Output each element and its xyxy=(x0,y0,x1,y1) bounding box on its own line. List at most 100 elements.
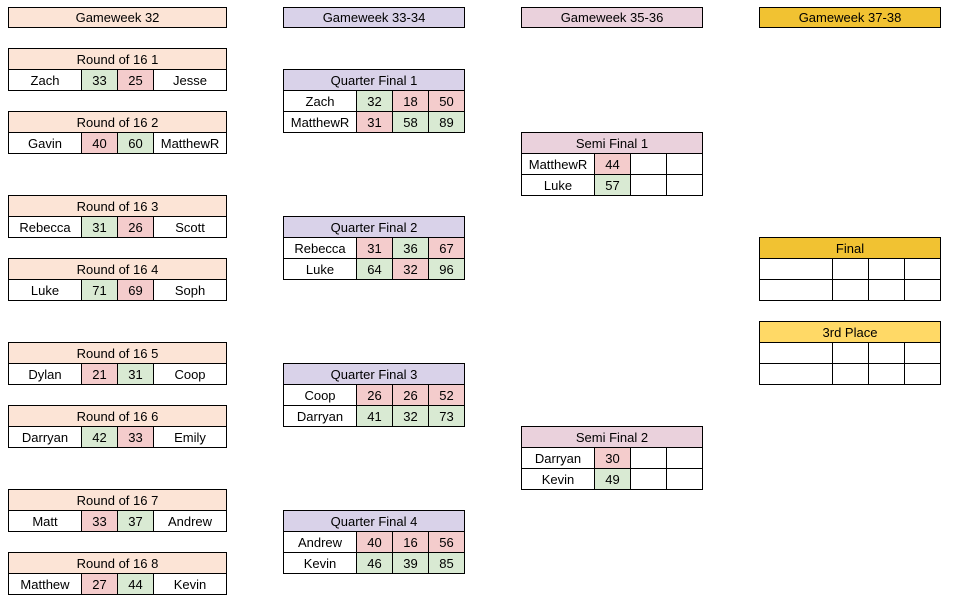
score-cell: 57 xyxy=(594,174,631,196)
player-name: Emily xyxy=(153,426,227,448)
final-score-cell xyxy=(868,258,905,280)
score-cell: 42 xyxy=(81,426,118,448)
player-name: Matthew xyxy=(8,573,82,595)
score-cell: 30 xyxy=(594,447,631,469)
score-cell: 71 xyxy=(81,279,118,301)
final-total-cell xyxy=(904,258,941,280)
player-name: Dylan xyxy=(8,363,82,385)
final-name-cell xyxy=(759,258,833,280)
player-name: Luke xyxy=(8,279,82,301)
player-name: Scott xyxy=(153,216,227,238)
score-cell: 46 xyxy=(356,552,393,574)
score-cell: 60 xyxy=(117,132,154,154)
total-cell: 73 xyxy=(428,405,465,427)
score-cell: 27 xyxy=(81,573,118,595)
gameweek-37-38-header: Gameweek 37-38 xyxy=(759,7,941,28)
final-score-cell xyxy=(832,258,869,280)
player-name: Darryan xyxy=(283,405,357,427)
semi-final-header: Semi Final 1 xyxy=(521,132,703,154)
score-cell xyxy=(630,174,667,196)
player-name: Coop xyxy=(153,363,227,385)
player-name: Matt xyxy=(8,510,82,532)
total-cell xyxy=(666,174,703,196)
total-cell: 96 xyxy=(428,258,465,280)
final-score-cell xyxy=(832,279,869,301)
score-cell: 18 xyxy=(392,90,429,112)
final-header: Final xyxy=(759,237,941,259)
total-cell: 67 xyxy=(428,237,465,259)
score-cell: 16 xyxy=(392,531,429,553)
player-name: Luke xyxy=(521,174,595,196)
score-cell: 33 xyxy=(117,426,154,448)
gameweek-32-header: Gameweek 32 xyxy=(8,7,227,28)
score-cell: 33 xyxy=(81,510,118,532)
third-place-total-cell xyxy=(904,342,941,364)
score-cell: 32 xyxy=(356,90,393,112)
score-cell: 39 xyxy=(392,552,429,574)
player-name: Luke xyxy=(283,258,357,280)
score-cell: 41 xyxy=(356,405,393,427)
quarter-final-header: Quarter Final 4 xyxy=(283,510,465,532)
third-place-header: 3rd Place xyxy=(759,321,941,343)
player-name: Zach xyxy=(283,90,357,112)
score-cell: 40 xyxy=(356,531,393,553)
player-name: Gavin xyxy=(8,132,82,154)
gameweek-35-36-header: Gameweek 35-36 xyxy=(521,7,703,28)
third-place-score-cell xyxy=(868,342,905,364)
total-cell xyxy=(666,447,703,469)
round-of-16-header: Round of 16 7 xyxy=(8,489,227,511)
player-name: Zach xyxy=(8,69,82,91)
player-name: Kevin xyxy=(153,573,227,595)
score-cell: 26 xyxy=(356,384,393,406)
semi-final-header: Semi Final 2 xyxy=(521,426,703,448)
score-cell: 31 xyxy=(356,111,393,133)
round-of-16-header: Round of 16 5 xyxy=(8,342,227,364)
score-cell: 26 xyxy=(117,216,154,238)
score-cell: 44 xyxy=(117,573,154,595)
player-name: MatthewR xyxy=(283,111,357,133)
score-cell: 40 xyxy=(81,132,118,154)
score-cell: 31 xyxy=(117,363,154,385)
score-cell: 32 xyxy=(392,405,429,427)
round-of-16-header: Round of 16 2 xyxy=(8,111,227,133)
score-cell xyxy=(630,468,667,490)
total-cell xyxy=(666,468,703,490)
player-name: Rebecca xyxy=(8,216,82,238)
gameweek-33-34-header: Gameweek 33-34 xyxy=(283,7,465,28)
round-of-16-header: Round of 16 8 xyxy=(8,552,227,574)
total-cell: 52 xyxy=(428,384,465,406)
final-total-cell xyxy=(904,279,941,301)
final-score-cell xyxy=(868,279,905,301)
score-cell: 32 xyxy=(392,258,429,280)
total-cell: 85 xyxy=(428,552,465,574)
score-cell: 64 xyxy=(356,258,393,280)
player-name: Andrew xyxy=(283,531,357,553)
third-place-score-cell xyxy=(832,363,869,385)
total-cell: 89 xyxy=(428,111,465,133)
score-cell: 58 xyxy=(392,111,429,133)
score-cell: 69 xyxy=(117,279,154,301)
score-cell: 36 xyxy=(392,237,429,259)
score-cell: 49 xyxy=(594,468,631,490)
score-cell: 21 xyxy=(81,363,118,385)
player-name: MatthewR xyxy=(153,132,227,154)
score-cell xyxy=(630,447,667,469)
third-place-score-cell xyxy=(868,363,905,385)
score-cell: 26 xyxy=(392,384,429,406)
score-cell: 44 xyxy=(594,153,631,175)
quarter-final-header: Quarter Final 3 xyxy=(283,363,465,385)
third-place-score-cell xyxy=(832,342,869,364)
player-name: Darryan xyxy=(521,447,595,469)
quarter-final-header: Quarter Final 1 xyxy=(283,69,465,91)
round-of-16-header: Round of 16 6 xyxy=(8,405,227,427)
player-name: Kevin xyxy=(283,552,357,574)
total-cell xyxy=(666,153,703,175)
round-of-16-header: Round of 16 4 xyxy=(8,258,227,280)
round-of-16-header: Round of 16 1 xyxy=(8,48,227,70)
player-name: Soph xyxy=(153,279,227,301)
player-name: Jesse xyxy=(153,69,227,91)
player-name: Rebecca xyxy=(283,237,357,259)
score-cell xyxy=(630,153,667,175)
player-name: MatthewR xyxy=(521,153,595,175)
score-cell: 31 xyxy=(356,237,393,259)
